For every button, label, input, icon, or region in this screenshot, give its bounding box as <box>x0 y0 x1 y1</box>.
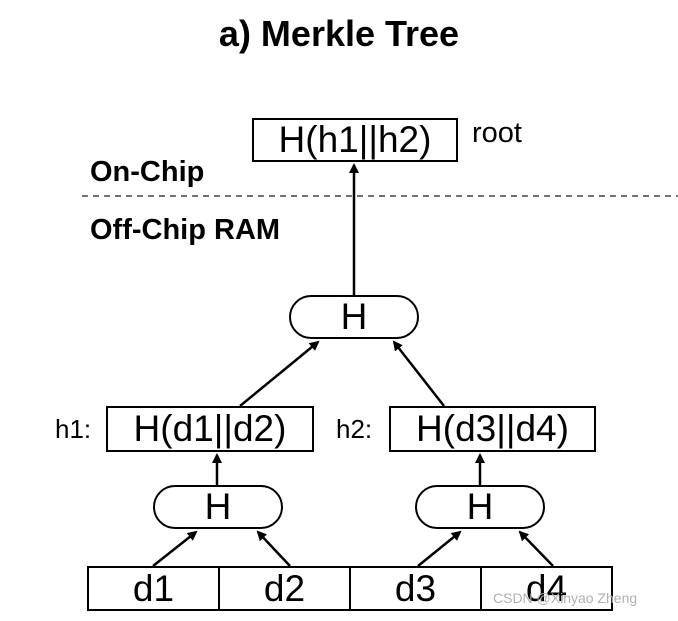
data-block-d2: d2 <box>220 568 351 609</box>
data-block-d4: d4 <box>525 567 568 609</box>
arrow-h2-to-hash <box>392 340 445 407</box>
root-label: root <box>472 117 522 149</box>
root-hash-node: H(h1||h2) <box>252 118 458 162</box>
h1-label: h1: <box>55 414 92 444</box>
on-chip-label: On-Chip <box>90 156 205 188</box>
data-blocks-row: d1 d2 d3 d4 <box>87 566 613 611</box>
watermark: CSDN @Xinyao Zheng <box>493 590 638 606</box>
off-chip-ram-label: Off-Chip RAM <box>90 214 281 246</box>
arrow-d1-to-hash <box>152 530 198 567</box>
hash-function-left: H <box>153 485 283 529</box>
arrow-d3-to-hash <box>417 530 462 567</box>
h2-label: h2: <box>336 414 373 444</box>
arrow-d4-to-hash <box>518 530 554 567</box>
arrow-h1-to-hash <box>239 340 320 407</box>
hash-function-right: H <box>415 485 545 529</box>
h2-hash-node: H(d3||d4) <box>389 406 596 452</box>
diagram-title: a) Merkle Tree <box>218 13 460 54</box>
hash-function-top: H <box>289 295 419 339</box>
arrow-d2-to-hash <box>256 530 291 567</box>
data-block-d3: d3 <box>351 568 482 609</box>
data-block-d1: d1 <box>89 568 220 609</box>
h1-hash-node: H(d1||d2) <box>106 406 314 452</box>
